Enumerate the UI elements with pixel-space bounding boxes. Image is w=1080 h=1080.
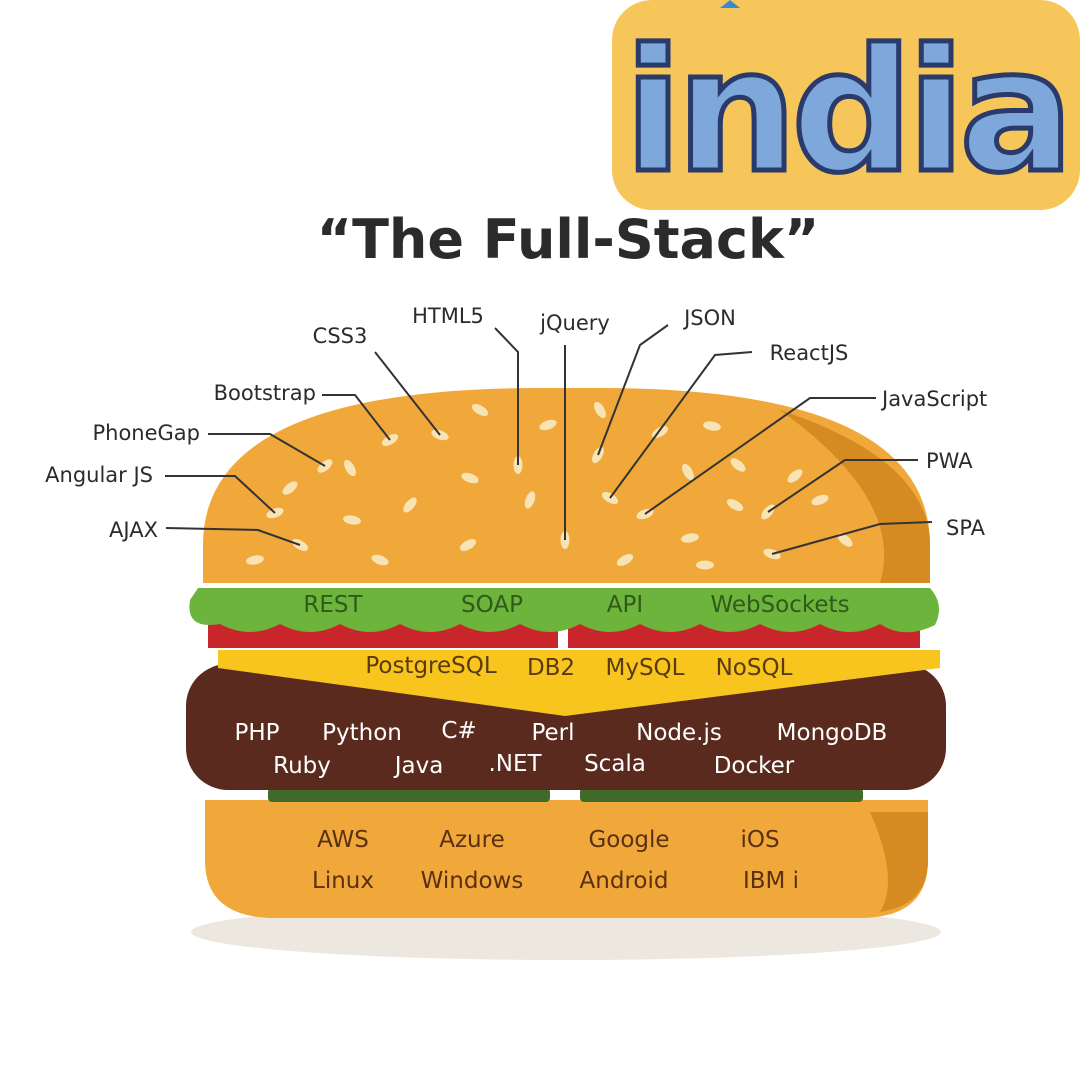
sesame-seed (616, 554, 634, 566)
sesame-seed (730, 458, 746, 472)
top-bun-labels: CSS3 HTML5 jQuery JSON ReactJS Bootstrap… (45, 304, 987, 542)
sesame-seed (811, 494, 829, 506)
label-windows: Windows (421, 868, 524, 894)
sesame-seed (459, 539, 477, 551)
grill-strip-right (580, 788, 863, 802)
label-html5: HTML5 (412, 304, 484, 328)
label-java: Java (393, 753, 444, 779)
label-jquery: jQuery (539, 311, 610, 335)
label-db2: DB2 (527, 655, 575, 681)
label-css3: CSS3 (313, 324, 368, 348)
label-docker: Docker (714, 753, 795, 779)
label-python: Python (322, 720, 402, 746)
label-mongodb: MongoDB (777, 720, 888, 746)
bottom-bun-body (205, 800, 928, 918)
label-nosql: NoSQL (716, 655, 793, 681)
label-ajax: AJAX (109, 518, 158, 542)
label-linux: Linux (312, 868, 374, 894)
leader-line-css3 (374, 351, 441, 436)
leader-line-spa (771, 521, 933, 555)
label-javascript: JavaScript (880, 387, 987, 411)
label-perl: Perl (531, 720, 574, 746)
lettuce-labels: REST SOAP API WebSockets (303, 592, 849, 618)
label-nodejs: Node.js (636, 720, 722, 746)
india-logo: india (612, 0, 1080, 214)
bottom-bun-shade (870, 812, 928, 912)
leader-line-angular-js (165, 475, 276, 514)
sesame-seed (461, 472, 479, 484)
label-rest: REST (303, 592, 363, 618)
sesame-seed (594, 401, 606, 419)
label-spa: SPA (946, 516, 986, 540)
label-ibm-i: IBM i (743, 868, 799, 894)
sesame-seed (246, 555, 264, 565)
label-csharp: C# (441, 718, 476, 744)
label-json: JSON (682, 306, 736, 330)
label-ios: iOS (740, 827, 779, 853)
leader-line-json (597, 324, 669, 456)
diagram-title: “The Full-Stack” (317, 208, 820, 271)
top-bun-body (203, 388, 930, 583)
label-pwa: PWA (926, 449, 973, 473)
label-android: Android (580, 868, 669, 894)
label-phonegap: PhoneGap (92, 421, 200, 445)
label-dotnet: .NET (488, 751, 542, 777)
label-php: PHP (234, 720, 279, 746)
sesame-seed (343, 515, 361, 525)
cheese (218, 650, 940, 716)
sesame-seed (837, 533, 853, 547)
logo-text: india (624, 13, 1068, 211)
sesame-seed (539, 419, 557, 431)
leader-line-pwa (767, 459, 918, 513)
sesame-seed (787, 469, 803, 483)
label-postgresql: PostgreSQL (365, 653, 497, 679)
sesame-seed (703, 421, 721, 431)
patty-labels: PHP Python C# Perl Node.js MongoDB Ruby … (234, 718, 887, 779)
sesame-seed (471, 404, 489, 416)
sesame-seed (524, 491, 536, 509)
sesame-seed (371, 554, 389, 566)
leader-line-phonegap (208, 433, 326, 467)
sesame-seed (726, 499, 744, 511)
bottom-bun-labels: AWS Azure Google iOS Linux Windows Andro… (312, 827, 799, 894)
leader-lines (165, 324, 933, 555)
sesame-seed (344, 459, 356, 477)
grill-strip-left (268, 788, 550, 802)
leader-line-html5 (494, 327, 519, 465)
logo-background (612, 0, 1080, 210)
cheese-labels: PostgreSQL DB2 MySQL NoSQL (365, 653, 792, 681)
label-websockets: WebSockets (710, 592, 849, 618)
logo-star-icon (720, 0, 740, 8)
label-azure: Azure (439, 827, 505, 853)
sesame-seed (682, 463, 694, 481)
label-scala: Scala (584, 751, 646, 777)
label-bootstrap: Bootstrap (214, 381, 316, 405)
sesame-seed (696, 560, 714, 570)
sesame-seed (282, 481, 298, 495)
leader-line-ajax (165, 527, 301, 546)
leader-line-reactjs (609, 351, 753, 499)
leader-line-bootstrap (322, 394, 391, 441)
label-reactjs: ReactJS (770, 341, 849, 365)
top-bun (203, 388, 930, 583)
lettuce (189, 588, 939, 633)
label-angular-js: Angular JS (45, 463, 153, 487)
top-bun-shade (780, 410, 930, 583)
label-soap: SOAP (461, 592, 523, 618)
sesame-seed (403, 497, 417, 513)
label-mysql: MySQL (606, 655, 685, 681)
label-ruby: Ruby (273, 753, 331, 779)
patty (186, 664, 946, 790)
label-api: API (607, 592, 643, 618)
leader-line-javascript (644, 397, 876, 515)
label-aws: AWS (317, 827, 369, 853)
label-google: Google (588, 827, 669, 853)
sesame-seed (681, 533, 699, 543)
bottom-bun (205, 800, 928, 918)
